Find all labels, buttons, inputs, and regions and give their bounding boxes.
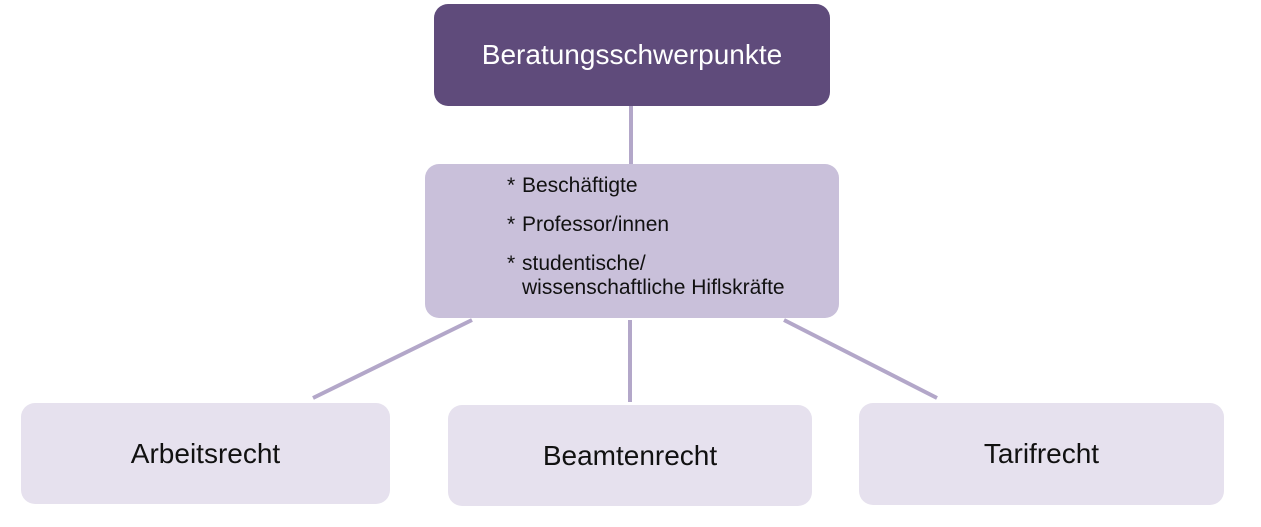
list-item-text: Professor/innen xyxy=(522,213,670,236)
root-node-label: Beratungsschwerpunkte xyxy=(481,39,783,70)
target-group-list: * Beschäftigte * Professor/innen * stude… xyxy=(507,174,785,315)
leaf-label: Arbeitsrecht xyxy=(130,437,281,469)
leaf-node-beamtenrecht: Beamtenrecht xyxy=(448,405,812,506)
list-item: * Professor/innen xyxy=(507,213,785,237)
bullet: * xyxy=(507,213,516,236)
list-item: * Beschäftigte xyxy=(507,174,785,198)
leaf-label: Beamtenrecht xyxy=(542,439,718,471)
list-item: * studentische/ wissenschaftliche Hiflsk… xyxy=(507,252,785,300)
connector-middle-arbeitsrecht xyxy=(312,318,473,400)
list-item-text: Beschäftigte xyxy=(522,174,638,197)
bullet: * xyxy=(507,174,516,197)
leaf-label: Tarifrecht xyxy=(983,438,1100,469)
bullet: * xyxy=(507,252,516,275)
list-item-text: studentische/ wissenschaftliche Hiflskrä… xyxy=(522,252,785,299)
middle-node: * Beschäftigte * Professor/innen * stude… xyxy=(425,164,839,318)
connector-middle-tarifrecht xyxy=(783,318,938,400)
root-node: Beratungsschwerpunkte xyxy=(434,4,830,106)
leaf-node-arbeitsrecht: Arbeitsrecht xyxy=(21,403,390,504)
leaf-node-tarifrecht: Tarifrecht xyxy=(859,403,1224,505)
